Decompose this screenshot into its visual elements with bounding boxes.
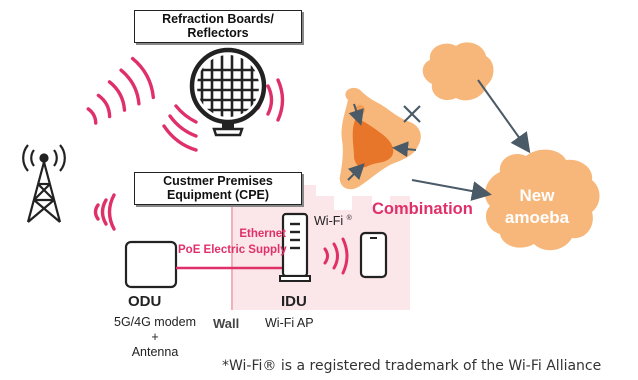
combination-label: Combination [372,200,473,218]
signal-waves-reflector-cpe [162,104,198,152]
idu-router-icon [279,212,311,282]
ethernet-label: Ethernet PoE Electric Supply [178,226,287,258]
odu-title: ODU [128,293,162,310]
reflector-board-icon [189,47,267,137]
signal-waves-wifi [323,237,349,275]
smartphone-icon [359,231,388,279]
cpe-label-line2: Equipment (CPE) [166,188,270,202]
idu-description: Wi-Fi AP [265,316,314,330]
signal-waves-odu [93,193,116,231]
ethernet-text: Ethernet [239,228,286,240]
odu-line1: 5G/4G modem [114,315,196,329]
wifi-label: Wi-Fi ® [314,214,352,228]
new-amoeba-icon [485,149,600,251]
odu-description: 5G/4G modem + Antenna [96,315,214,360]
arrows [347,79,531,201]
odu-line3: Antenna [131,345,179,359]
odu-modem-icon [124,240,178,289]
refraction-boards-label: Refraction Boards/ Reflectors [134,10,302,43]
x-mark-icon [403,105,421,123]
idu-title: IDU [281,293,307,310]
wall-label: Wall [213,316,240,331]
cell-tower-icon [22,144,66,223]
poe-text: PoE Electric Supply [178,244,287,256]
new-amoeba-label: New amoeba [487,185,587,229]
refraction-label-line1: Refraction Boards/ [162,12,274,26]
wall-icon [231,185,410,310]
cpe-label: Custmer Premises Equipment (CPE) [134,172,302,205]
new-amoeba-line2: amoeba [504,208,570,227]
wifi-registered-mark: ® [346,214,352,222]
cpe-label-line1: Custmer Premises [163,174,273,188]
odu-line2: + [151,330,159,344]
amoeba-icon [339,87,421,190]
trademark-footnote: *Wi-Fi® is a registered trademark of the… [222,358,602,374]
wifi-text: Wi-Fi [314,214,344,228]
refraction-label-line2: Reflectors [187,26,249,40]
signal-waves-tower-reflector [86,56,156,125]
amoeba-upper-icon [422,42,494,101]
new-amoeba-line1: New [519,186,555,205]
